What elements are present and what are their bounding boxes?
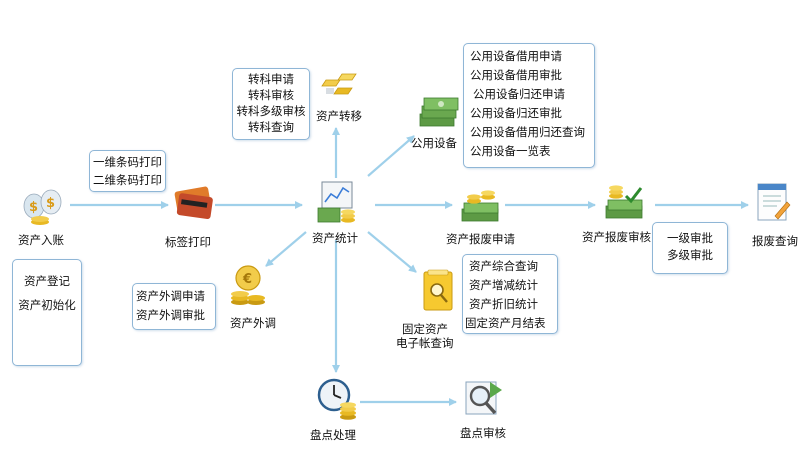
- submenu-item[interactable]: 多级审批: [667, 248, 713, 262]
- chart-money-icon: [317, 181, 355, 223]
- scrap-query-node[interactable]: [755, 182, 791, 224]
- ledger-submenu: 资产综合查询 资产增减统计 资产折旧统计 固定资产月结表: [462, 254, 558, 334]
- asset-in-submenu: 资产登记 资产初始化: [12, 259, 82, 366]
- submenu-item[interactable]: 一级审批: [667, 231, 713, 245]
- inventory-review-label: 盘点审核: [460, 426, 506, 440]
- coins-icon: €: [231, 265, 265, 305]
- money-check-icon: [605, 185, 643, 219]
- money-bags-icon: $ $: [23, 189, 62, 225]
- submenu-item[interactable]: 公用设备归还审批: [470, 106, 562, 120]
- submenu-item[interactable]: 公用设备一览表: [470, 144, 551, 158]
- clock-coins-icon: [317, 378, 356, 420]
- asset-in-node[interactable]: $ $: [20, 180, 64, 228]
- external-transfer-submenu: 资产外调申请 资产外调审批: [132, 283, 216, 330]
- submenu-item[interactable]: 资产增减统计: [469, 278, 538, 292]
- public-equipment-label: 公用设备: [411, 136, 457, 150]
- submenu-item[interactable]: 公用设备借用申请: [470, 49, 562, 63]
- scrap-review-label: 资产报废审核: [582, 230, 651, 244]
- scrap-review-submenu: 一级审批 多级审批: [652, 222, 728, 274]
- arrow-stats-to-public: [367, 135, 415, 177]
- submenu-item[interactable]: 固定资产月结表: [465, 316, 546, 330]
- scrap-apply-node[interactable]: [460, 187, 502, 225]
- scrap-query-label: 报废查询: [752, 234, 798, 248]
- submenu-item[interactable]: 公用设备归还申请: [473, 87, 565, 101]
- submenu-item[interactable]: 资产初始化: [18, 298, 76, 312]
- asset-stats-label: 资产统计: [312, 231, 358, 245]
- asset-stats-node[interactable]: [316, 180, 358, 226]
- submenu-item[interactable]: 资产综合查询: [469, 259, 538, 273]
- submenu-item[interactable]: 资产折旧统计: [469, 297, 538, 311]
- ledger-search-icon: [423, 269, 453, 311]
- fixed-ledger-node[interactable]: [422, 268, 456, 312]
- svg-text:$: $: [29, 200, 38, 215]
- public-equipment-node[interactable]: [418, 94, 460, 130]
- submenu-item[interactable]: 转科审核: [248, 88, 294, 102]
- fixed-ledger-label-1: 固定资产: [402, 322, 448, 336]
- fixed-ledger-label-2: 电子帐查询: [396, 336, 454, 350]
- cash-stack-icon: [419, 97, 459, 127]
- asset-in-label: 资产入账: [18, 233, 64, 247]
- svg-text:€: €: [242, 272, 252, 287]
- asset-transfer-label: 资产转移: [316, 109, 362, 123]
- submenu-item[interactable]: 转科多级审核: [236, 104, 306, 118]
- submenu-item[interactable]: 公用设备借用归还查询: [470, 125, 585, 139]
- gold-bars-icon: [321, 73, 357, 95]
- magnifier-icon: [465, 381, 502, 415]
- submenu-item[interactable]: 一维条码打印: [93, 155, 162, 169]
- external-transfer-label: 资产外调: [230, 316, 276, 330]
- scrap-apply-label: 资产报废申请: [446, 232, 515, 246]
- submenu-item[interactable]: 资产外调审批: [136, 308, 205, 322]
- public-equipment-submenu: 公用设备借用申请 公用设备借用审批 公用设备归还申请 公用设备归还审批 公用设备…: [463, 43, 595, 168]
- card-icon: [174, 186, 213, 220]
- external-transfer-node[interactable]: €: [228, 262, 268, 308]
- label-print-submenu: 一维条码打印 二维条码打印: [89, 150, 166, 192]
- money-coins-icon: [461, 190, 499, 222]
- submenu-item[interactable]: 资产登记: [24, 274, 70, 288]
- submenu-item[interactable]: 资产外调申请: [136, 289, 205, 303]
- submenu-item[interactable]: 转科申请: [248, 72, 294, 86]
- arrow-stats-to-external: [265, 231, 307, 267]
- inventory-label: 盘点处理: [310, 428, 356, 442]
- inventory-review-node[interactable]: [464, 378, 504, 420]
- label-print-label: 标签打印: [165, 235, 211, 249]
- scrap-review-node[interactable]: [604, 182, 646, 222]
- inventory-node[interactable]: [316, 377, 358, 421]
- svg-text:$: $: [46, 196, 55, 211]
- transfer-submenu: 转科申请 转科审核 转科多级审核 转科查询: [232, 68, 310, 140]
- arrow-stats-to-ledger: [367, 231, 417, 273]
- document-icon: [757, 183, 791, 221]
- submenu-item[interactable]: 转科查询: [248, 120, 294, 134]
- asset-transfer-node[interactable]: [318, 66, 360, 100]
- label-print-node[interactable]: [172, 183, 216, 223]
- submenu-item[interactable]: 二维条码打印: [93, 173, 162, 187]
- submenu-item[interactable]: 公用设备借用审批: [470, 68, 562, 82]
